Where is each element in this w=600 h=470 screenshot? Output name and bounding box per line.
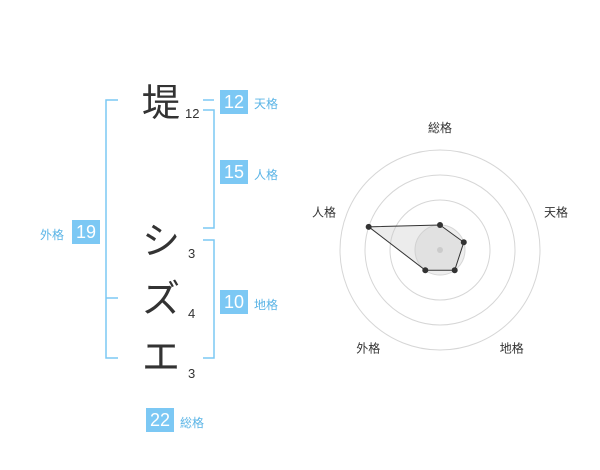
stroke-count-2: 3 (188, 246, 196, 261)
radar-point-5 (365, 223, 372, 230)
radar-center-dot (437, 247, 443, 253)
radar-series-polygon (367, 224, 465, 271)
radar-point-3 (451, 267, 458, 274)
stroke-count-4: 3 (188, 366, 196, 381)
radar-point-2 (460, 239, 467, 246)
stroke-count-3: 4 (188, 306, 196, 321)
chikaku-label: 地格 (254, 298, 279, 312)
radar-ring-2 (389, 199, 491, 301)
tenkaku-value: 12 (220, 90, 248, 114)
soukaku-value: 22 (146, 408, 174, 432)
name-char-4: エ (142, 335, 181, 379)
radar-axis-label-5: 人格 (312, 204, 336, 219)
stroke-count-1: 12 (185, 106, 200, 121)
gaikaku-bracket (105, 99, 118, 359)
name-char-1: 堤 (142, 81, 181, 125)
soukaku-label: 総格 (180, 416, 205, 430)
gaikaku-label: 外格 (40, 228, 65, 242)
radar-axis-label-3: 地格 (500, 341, 524, 356)
radar-point-4 (422, 267, 429, 274)
gaikaku-value: 19 (72, 220, 100, 244)
radar-ring-3 (364, 174, 516, 326)
jinkaku-value: 15 (220, 160, 248, 184)
radar-axis-label-1: 総格 (428, 120, 452, 135)
tenkaku-label: 天格 (254, 97, 279, 111)
chikaku-value: 10 (220, 290, 248, 314)
radar-ring-4 (339, 149, 541, 351)
radar-axis-label-2: 天格 (544, 204, 568, 219)
radar-axis-label-4: 外格 (356, 341, 380, 356)
name-char-2: シ (142, 219, 181, 263)
jinkaku-bracket (203, 109, 215, 229)
jinkaku-label: 人格 (254, 168, 279, 182)
chikaku-bracket (203, 239, 215, 359)
name-char-3: ズ (142, 277, 181, 321)
radar-point-1 (437, 222, 443, 228)
bracket-lines (105, 99, 215, 359)
